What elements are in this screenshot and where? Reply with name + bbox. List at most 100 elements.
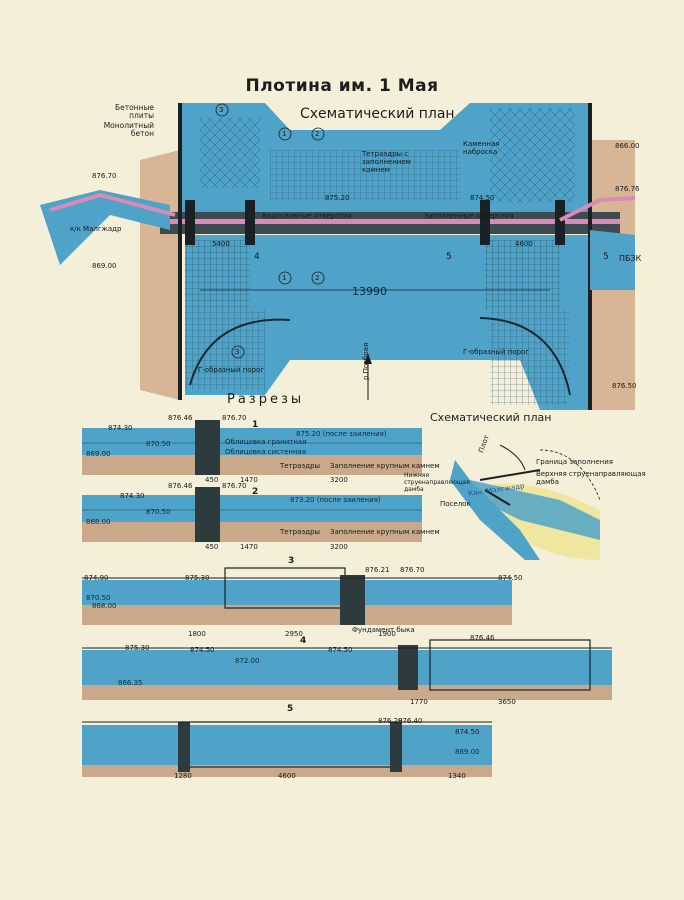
s5-dim-0: 4600 <box>278 772 296 780</box>
dimension-left: 5400 <box>212 240 230 248</box>
s1-level-4: 870.50 <box>146 440 171 448</box>
section-3 <box>82 567 512 625</box>
callout-4: 4 <box>254 252 260 262</box>
rock-fill-left <box>200 118 260 188</box>
s1-dim-0: 1470 <box>240 476 258 484</box>
section-1-number: 1 <box>252 420 259 430</box>
plan-drawing <box>40 103 636 410</box>
callout-3-top: 3 <box>219 106 224 114</box>
s5-level-3: 869.00 <box>455 748 480 756</box>
s1-level-1: 876.70 <box>222 414 247 422</box>
s3-note-0: Фундамент быка <box>352 626 415 634</box>
plates-right <box>485 240 560 310</box>
minimap <box>450 444 601 560</box>
s3-level-1: 875.30 <box>185 574 210 582</box>
section-3-number: 3 <box>288 556 295 566</box>
s4-level-1: 874.50 <box>190 646 215 654</box>
elev-5: 876.76 <box>615 185 640 193</box>
minimap-lower-dam: Нижняя струенаправляющая дамба <box>404 472 470 493</box>
s5-dim-2: 1340 <box>448 772 466 780</box>
legend-concrete: Монолитный бетон <box>103 121 154 138</box>
s1-note-0: Облицовка гранитная <box>225 438 307 446</box>
s4-level-0: 875.30 <box>125 644 150 652</box>
s2-note-1: Заполнение крупным камнем <box>330 528 440 536</box>
elev-0: 876.70 <box>92 172 117 180</box>
s4-level-2: 872.00 <box>235 657 260 665</box>
s4-level-4: 876.46 <box>470 634 495 642</box>
s1-level-0: 876.46 <box>168 414 193 422</box>
s3-level-5: 870.50 <box>86 594 111 602</box>
s4-dim-0: 1770 <box>410 698 428 706</box>
legend-plates: Бетонные плиты <box>114 103 154 120</box>
threshold-right-label: Г-образный порог <box>463 348 529 356</box>
openings-right-label: Затопленные отверстия <box>424 212 514 220</box>
s4-dim-1: 3650 <box>498 698 516 706</box>
s2-note-0: Тетраэдры <box>280 528 321 536</box>
s3-level-4: 874.50 <box>498 574 523 582</box>
bridge-road <box>160 219 620 224</box>
canal-label: к/к Малгжадр <box>70 225 122 233</box>
rock-fill-right <box>490 108 575 203</box>
river-label: р.Погбрая <box>362 342 370 380</box>
left-canal <box>40 190 170 265</box>
s3-dim-1: 2950 <box>285 630 303 638</box>
elev-3: 874.50 <box>470 194 495 202</box>
elev-4: 869.00 <box>92 262 117 270</box>
s3-dim-2: 1900 <box>378 630 396 638</box>
s3-level-6: 868.00 <box>92 602 117 610</box>
s3-level-0: 874.90 <box>84 574 109 582</box>
s1-level-5: 869.00 <box>86 450 111 458</box>
minimap-village: Поселок <box>440 500 471 508</box>
section-5 <box>82 721 492 777</box>
s2-dim-0: 1470 <box>240 543 258 551</box>
pbk-label: ПБЗК <box>619 254 642 263</box>
section-2 <box>82 487 422 542</box>
minimap-heading: Схематический план <box>430 411 552 424</box>
s1-note-3: Заполнение крупным камнем <box>330 462 440 470</box>
minimap-upper-dam: Верхняя струенаправляющая дамба <box>536 470 646 486</box>
callout-2-top: 2 <box>315 130 320 138</box>
s1-note-2: Тетраэдры <box>280 462 321 470</box>
s2-level-0: 876.46 <box>168 482 193 490</box>
s5-level-1: 876.40 <box>398 717 423 725</box>
callout-5-left: 5 <box>446 252 452 262</box>
section-2-number: 2 <box>252 487 259 497</box>
callout-1-bottom: 1 <box>282 274 287 282</box>
elev-1: 866.00 <box>615 142 640 150</box>
s2-dim-1: 3200 <box>330 543 348 551</box>
page-title: Плотина им. 1 Мая <box>245 76 439 96</box>
sections-heading: Разрезы <box>227 392 305 407</box>
rock-fill-label: Каменная наброска <box>463 140 500 156</box>
s5-dim-1: 1280 <box>174 772 192 780</box>
tetrapod-zone <box>270 150 460 200</box>
s2-level-2: 874.30 <box>120 492 145 500</box>
elev-6: 876.50 <box>612 382 637 390</box>
s2-level-1: 876.70 <box>222 482 247 490</box>
section-4-number: 4 <box>300 636 307 646</box>
callout-3-bottom: 3 <box>235 348 240 356</box>
s2-level-4: 870.50 <box>146 508 171 516</box>
dimension-main: 13990 <box>352 285 387 298</box>
s4-level-3: 874.50 <box>328 646 353 654</box>
tetrapods-label: Тетраэдры с заполнением камнем <box>362 150 411 174</box>
section-4 <box>82 639 612 700</box>
elev-2: 875.20 <box>325 194 350 202</box>
dimension-right: 4600 <box>515 240 533 248</box>
s3-dim-0: 1800 <box>188 630 206 638</box>
section-1 <box>82 420 422 475</box>
right-canal <box>590 230 635 290</box>
s1-note-1: Облицовка систенная <box>225 448 307 456</box>
plan-heading: Схематический план <box>300 106 455 122</box>
left-bank <box>140 150 180 400</box>
s2-dim-2: 450 <box>205 543 219 551</box>
s5-level-0: 876.20 <box>378 717 403 725</box>
minimap-flood-boundary: Граница заполнения <box>536 458 613 466</box>
s3-level-2: 876.21 <box>365 566 390 574</box>
s2-level-5: 868.00 <box>86 518 111 526</box>
section-5-number: 5 <box>287 704 294 714</box>
threshold-left-label: Г-образный порог <box>198 366 264 374</box>
s4-level-5: 866.35 <box>118 679 143 687</box>
s1-dim-2: 450 <box>205 476 219 484</box>
plates-left <box>185 240 250 310</box>
